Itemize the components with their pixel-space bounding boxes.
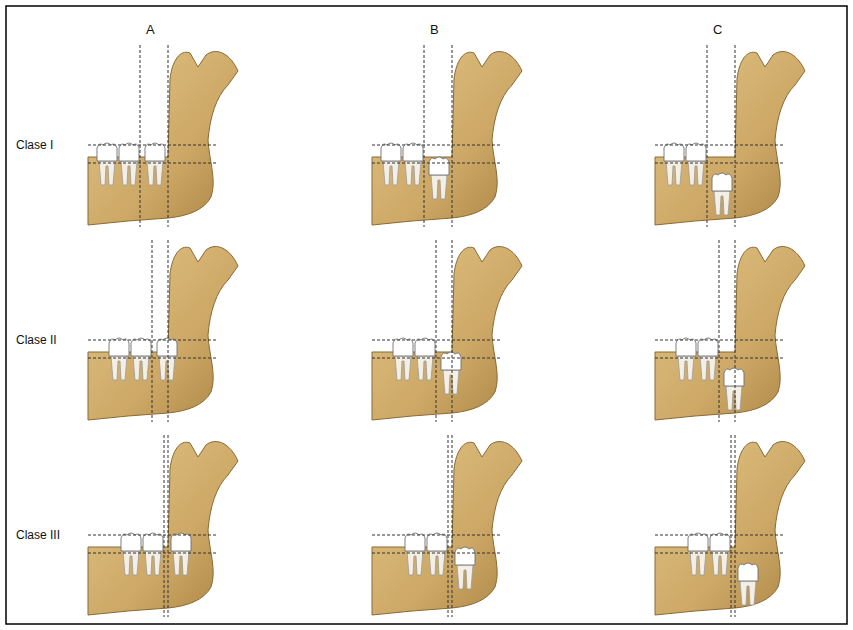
- frame: [6, 6, 847, 624]
- column-letter: B: [430, 22, 439, 38]
- panel: [88, 45, 238, 227]
- panel: [372, 45, 522, 227]
- panel: [655, 240, 805, 422]
- row-label: Clase III: [16, 528, 60, 542]
- column-letter: A: [146, 22, 155, 38]
- column-letter: C: [713, 22, 722, 38]
- panel: [655, 45, 805, 227]
- row-label: Clase II: [16, 333, 57, 347]
- panel: [372, 435, 522, 617]
- panel: [88, 240, 238, 422]
- row-label: Clase I: [16, 138, 53, 152]
- panel: [372, 240, 522, 422]
- panel: [88, 435, 238, 617]
- panel: [655, 435, 805, 617]
